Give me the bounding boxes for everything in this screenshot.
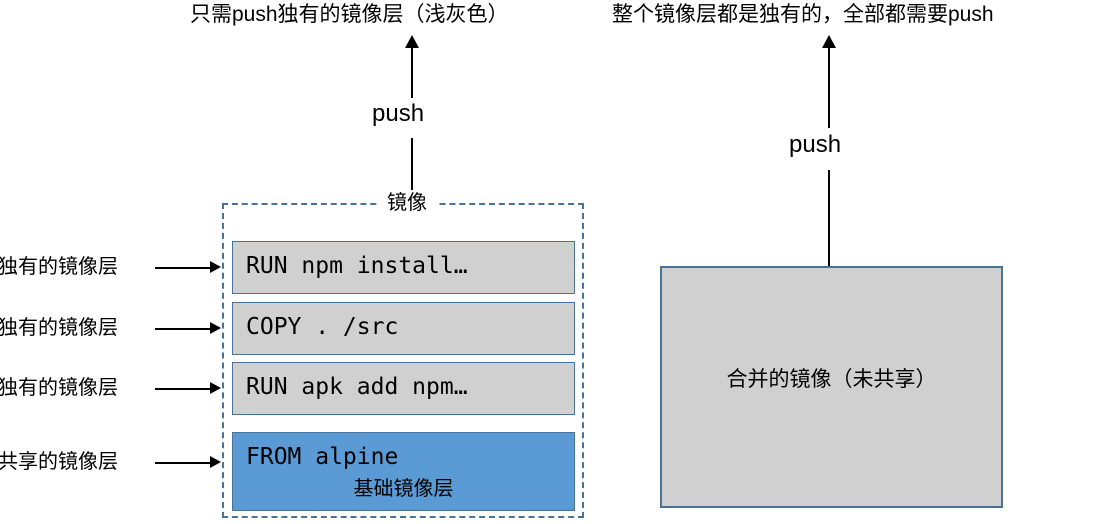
side-label-unique-layer-1: 独有的镜像层 — [0, 256, 118, 278]
layer-command-text: RUN npm install… — [246, 253, 468, 279]
side-arrow-3-head-icon — [210, 382, 221, 394]
side-arrow-1-head-icon — [210, 261, 221, 273]
right-diagram-caption: 整个镜像层都是独有的，全部都需要push — [612, 3, 994, 26]
side-arrow-2-head-icon — [210, 322, 221, 334]
right-push-arrow-upper-stem — [828, 48, 830, 128]
side-arrow-4-head-icon — [210, 456, 221, 468]
layer-box-run-apk-add-npm: RUN apk add npm… — [232, 362, 575, 415]
layer-box-from-alpine: FROM alpine 基础镜像层 — [232, 432, 575, 511]
side-arrow-2 — [155, 328, 212, 330]
right-push-arrowhead-icon — [822, 35, 836, 48]
base-layer-sublabel: 基础镜像层 — [353, 478, 454, 500]
layer-box-copy-src: COPY . /src — [232, 302, 575, 355]
side-label-shared-layer: 共享的镜像层 — [0, 451, 118, 473]
layer-command-text: FROM alpine — [246, 444, 399, 470]
right-push-arrow-lower-stem — [828, 170, 830, 266]
side-label-unique-layer-3: 独有的镜像层 — [0, 377, 118, 399]
left-push-label: push — [372, 100, 425, 127]
side-arrow-3 — [155, 388, 212, 390]
left-diagram-caption: 只需push独有的镜像层（浅灰色） — [190, 3, 509, 26]
side-arrow-1 — [155, 267, 212, 269]
layer-box-run-npm-install: RUN npm install… — [232, 241, 575, 294]
left-push-arrow-upper-stem — [411, 48, 413, 98]
merged-image-label: 合并的镜像（未共享） — [726, 368, 937, 391]
image-container-label: 镜像 — [378, 191, 436, 215]
layer-command-text: RUN apk add npm… — [246, 374, 468, 400]
layer-command-text: COPY . /src — [246, 314, 399, 340]
merged-image-box: 合并的镜像（未共享） — [660, 266, 1003, 508]
left-push-arrow-lower-stem — [411, 138, 413, 190]
left-push-arrowhead-icon — [405, 35, 419, 48]
side-label-unique-layer-2: 独有的镜像层 — [0, 317, 118, 339]
side-arrow-4 — [155, 462, 212, 464]
right-push-label: push — [789, 131, 842, 158]
